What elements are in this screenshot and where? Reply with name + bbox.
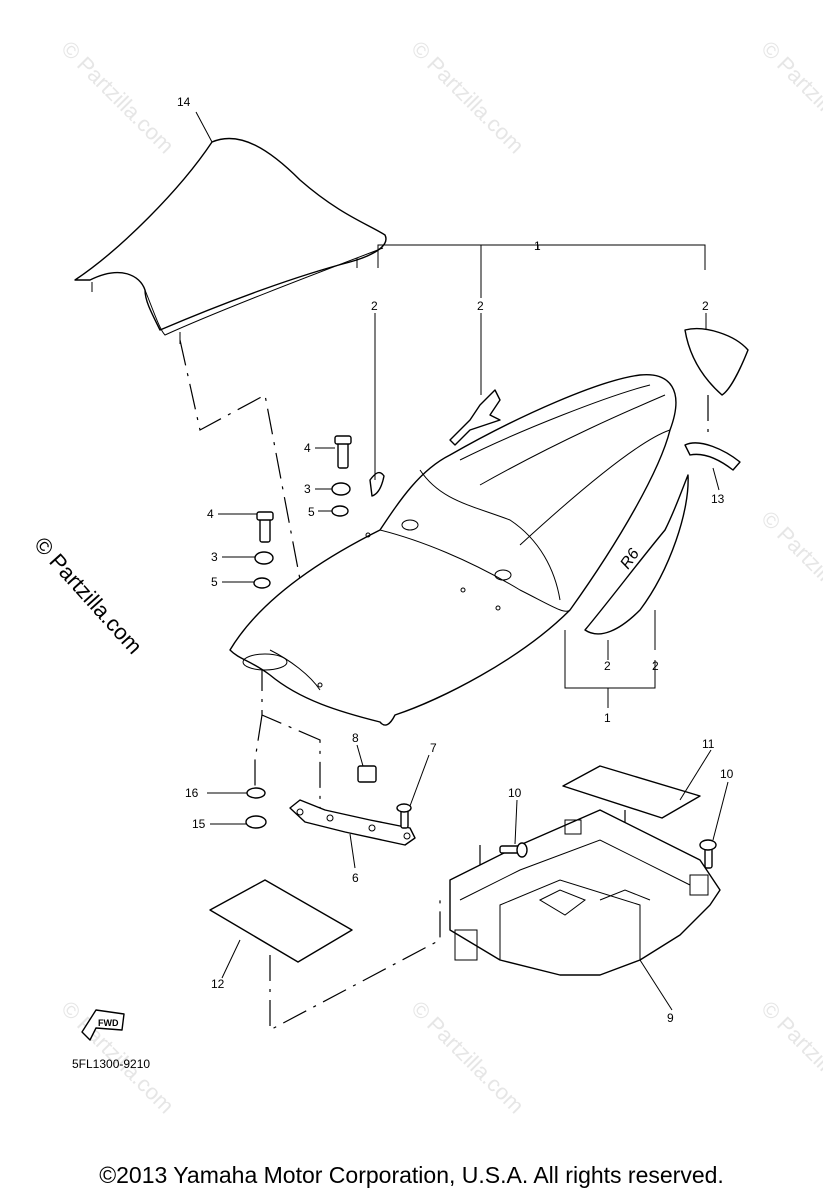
callout-2-c: 2 (702, 299, 709, 313)
callout-14: 14 (177, 95, 191, 109)
fasteners-upper (253, 435, 352, 589)
tray-part-9 (449, 809, 721, 976)
callout-2-e: 2 (652, 659, 659, 673)
watermark-1: © Partzilla.com (56, 36, 179, 159)
pad-part-12 (209, 879, 353, 963)
rear-cowl-part-1: R6 (229, 328, 749, 726)
callout-2-b: 2 (477, 299, 484, 313)
callout-labels: 1 2 2 2 2 2 1 14 4 3 5 4 3 5 13 8 7 16 1… (177, 95, 734, 1025)
bracket-part-6 (289, 799, 416, 846)
callout-1-bottom: 1 (604, 711, 611, 725)
washer-part-16 (246, 787, 266, 799)
callout-3-b: 3 (211, 550, 218, 564)
callout-10-a: 10 (720, 767, 734, 781)
nut-part-15 (245, 815, 267, 829)
callout-11: 11 (702, 737, 715, 751)
callout-2-d: 2 (604, 659, 611, 673)
screw-part-7 (396, 803, 412, 829)
callout-12: 12 (211, 977, 225, 991)
callout-9: 9 (667, 1011, 674, 1025)
watermark-8: © Partzilla.com (756, 996, 823, 1119)
callout-15: 15 (192, 817, 206, 831)
fwd-arrow-icon: FWD (81, 1009, 125, 1041)
screws-part-10 (499, 839, 717, 869)
pad-part-11 (562, 765, 701, 819)
callout-3-a: 3 (304, 482, 311, 496)
fwd-label: FWD (98, 1018, 119, 1028)
assembly-lines (179, 339, 709, 1031)
clip-part-8 (357, 765, 377, 783)
watermark-7: © Partzilla.com (406, 996, 529, 1119)
callout-7: 7 (430, 741, 437, 755)
callout-4-a: 4 (304, 441, 311, 455)
callout-4-b: 4 (207, 507, 214, 521)
copyright-notice: ©2013 Yamaha Motor Corporation, U.S.A. A… (99, 1162, 724, 1188)
callout-13: 13 (711, 492, 725, 506)
callout-5-b: 5 (211, 575, 218, 589)
seat-part-14 (74, 137, 387, 344)
callout-8: 8 (352, 731, 359, 745)
callout-5-a: 5 (308, 505, 315, 519)
watermark-2: © Partzilla.com (406, 36, 529, 159)
callout-6: 6 (352, 871, 359, 885)
callout-2-a: 2 (371, 299, 378, 313)
callout-16: 16 (185, 786, 199, 800)
grab-handle-part-13 (684, 442, 741, 471)
part-code: 5FL1300-9210 (72, 1057, 150, 1071)
watermark-3: © Partzilla.com (756, 36, 823, 159)
watermark-5: © Partzilla.com (756, 506, 823, 629)
leader-lines (195, 111, 729, 1011)
callout-10-b: 10 (508, 786, 522, 800)
callout-1-top: 1 (534, 239, 541, 253)
